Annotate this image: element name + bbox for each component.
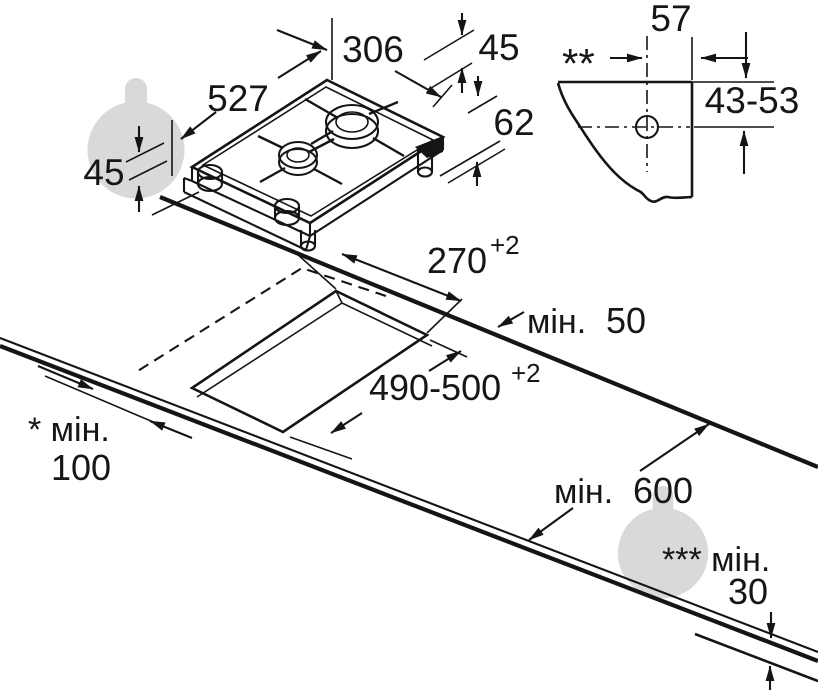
hob-rim-height-label: 45 (478, 27, 519, 68)
extension-line (439, 140, 501, 177)
extension-line (426, 298, 463, 334)
worktop-front-edge-top (0, 337, 818, 653)
burner-small (277, 140, 319, 177)
min-rear-gap-value: 30 (728, 571, 768, 612)
cutout-opening (189, 289, 430, 434)
pan-support-grate (257, 97, 405, 186)
extension-line (432, 84, 453, 108)
min-side-label: * мін. (28, 411, 110, 449)
hob-width-label: 306 (342, 29, 404, 70)
dim-arrow-min600-down (528, 507, 574, 541)
hob-surface-rim (201, 86, 435, 217)
watermark-pin-icon (617, 486, 709, 599)
worktop-dimensions: 270 +2 мін. 50 490-500 +2 * мін. 100 мін… (28, 230, 776, 690)
extension-line (44, 375, 159, 425)
min-rear-gap-label: *** мін. (662, 541, 770, 579)
min-side-value: 100 (51, 447, 111, 488)
min-back-value: 50 (606, 300, 646, 341)
hob-length-label: 527 (207, 78, 269, 119)
gas-offset-y-label: 43-53 (705, 80, 800, 121)
hob-base-bottom (183, 191, 307, 251)
extension-line (289, 436, 353, 460)
dim-arrow-306-right (394, 70, 442, 98)
hob-base-edge (304, 235, 312, 251)
hob-dimensions: 527 306 45 45 62 (83, 13, 535, 216)
hob-base-edge (183, 177, 193, 182)
extension-line (125, 142, 165, 163)
min-depth-label: мін. (554, 473, 613, 511)
dim-arrow-min50 (497, 311, 525, 328)
control-knob (196, 163, 224, 193)
extension-line (128, 160, 168, 181)
worktop-drawing (0, 195, 818, 683)
note-marker-label: ** (562, 40, 595, 87)
burner-large (324, 103, 380, 150)
cutout-width-label: 270 (427, 240, 487, 281)
min-depth-value: 600 (633, 470, 693, 511)
detail-broken-edge (556, 82, 693, 203)
rear-wall-edge (694, 632, 818, 683)
hob-body-height-label: 45 (83, 152, 124, 193)
cutout-width-tolerance: +2 (490, 230, 520, 260)
dim-line-270 (341, 253, 462, 302)
dim-arrow-490-lower (330, 412, 363, 434)
dim-arrow-min100-b (149, 420, 193, 439)
extension-line (151, 191, 200, 216)
cutout-corner-edge (335, 290, 343, 304)
hob-total-depth-label: 62 (493, 102, 534, 143)
cutout-length-label: 490-500 (369, 367, 501, 408)
gas-offset-x-label: 57 (650, 0, 691, 39)
min-back-label: мін. (527, 303, 586, 341)
extension-line (295, 252, 337, 290)
hob-leg (299, 230, 317, 252)
hob-surface (189, 78, 446, 225)
dim-arrow-527-upper (277, 50, 322, 79)
worktop-back-edge (159, 195, 818, 469)
hob-footprint-hidden-line (132, 266, 387, 375)
dim-arrow-min600-up (639, 423, 710, 472)
dim-arrow-527-lower (180, 111, 217, 140)
dim-arrow-490-upper (428, 350, 462, 372)
hob-drawing (182, 78, 446, 252)
dim-arrow-min100-a (37, 365, 94, 390)
extension-line (467, 95, 498, 114)
worktop-front-edge (0, 344, 818, 663)
control-knob (273, 197, 301, 227)
cutout-length-tolerance: +2 (511, 358, 541, 388)
connection-detail-drawing: 57 ** 43-53 (556, 0, 800, 203)
dim-arrow-306-left (276, 29, 328, 51)
hob-body-bottom (309, 149, 444, 237)
